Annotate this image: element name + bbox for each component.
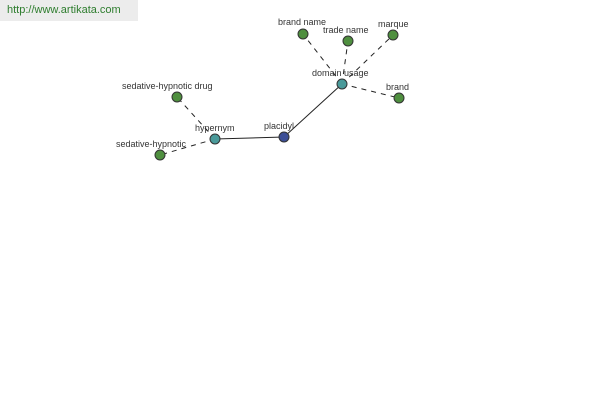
label-brand-name[interactable]: brand name	[278, 17, 326, 27]
edges-layer	[159, 33, 400, 156]
label-sedative-hypnotic[interactable]: sedative-hypnotic	[116, 139, 187, 149]
edge-domain-usage-trade-name	[341, 40, 349, 85]
node-sedative-hypnotic-drug[interactable]	[171, 91, 183, 103]
node-sedative-hypnotic[interactable]	[154, 149, 166, 161]
node-placidyl[interactable]	[278, 131, 290, 143]
edge-domain-usage-brand-name	[302, 33, 343, 85]
node-domain-usage[interactable]	[336, 78, 348, 90]
label-brand[interactable]: brand	[386, 82, 409, 92]
nodes-layer	[154, 28, 405, 161]
node-brand[interactable]	[393, 92, 405, 104]
label-sedative-hypnotic-drug[interactable]: sedative-hypnotic drug	[122, 81, 213, 91]
label-trade-name[interactable]: trade name	[323, 25, 369, 35]
edge-placidyl-domain-usage	[283, 83, 343, 138]
label-placidyl[interactable]: placidyl	[264, 121, 294, 131]
label-marque[interactable]: marque	[378, 19, 409, 29]
label-hypernym[interactable]: hypernym	[195, 123, 235, 133]
node-trade-name[interactable]	[342, 35, 354, 47]
node-hypernym[interactable]	[209, 133, 221, 145]
edge-placidyl-hypernym	[214, 136, 285, 140]
labels-layer: placidyl hypernym domain usage sedative-hyp…	[116, 17, 409, 149]
site-url-link[interactable]: http://www.artikata.com	[7, 4, 121, 16]
label-domain-usage[interactable]: domain usage	[312, 68, 369, 78]
node-marque[interactable]	[387, 29, 399, 41]
node-brand-name[interactable]	[297, 28, 309, 40]
edge-domain-usage-marque	[341, 34, 394, 85]
url-banner: http://www.artikata.com	[0, 0, 138, 21]
